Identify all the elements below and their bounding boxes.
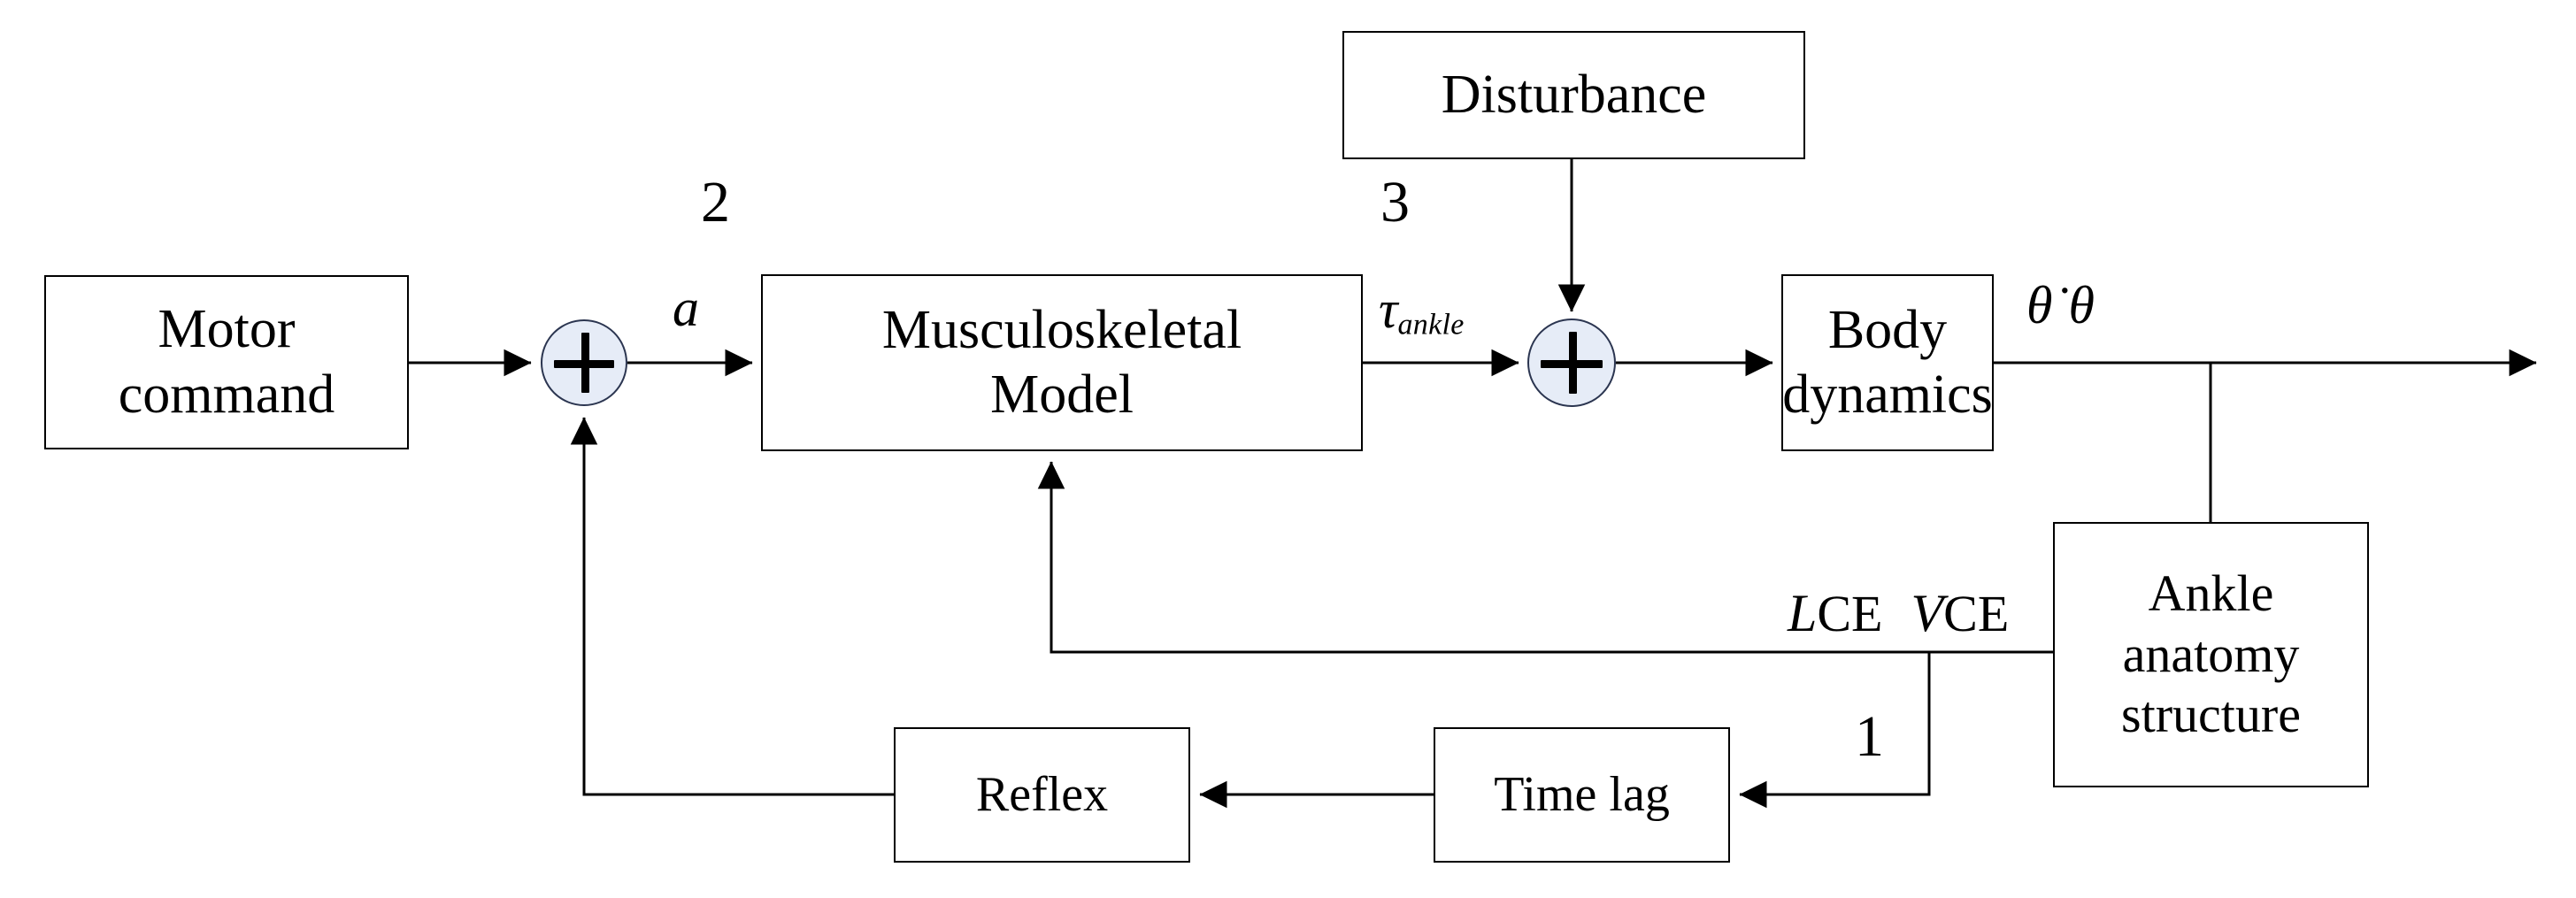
- summing-junction-activation[interactable]: [541, 319, 627, 406]
- block-body-dynamics-label: Body dynamics: [1782, 299, 1993, 425]
- block-musculoskeletal-model[interactable]: Musculoskeletal Model: [761, 274, 1363, 451]
- block-time-lag-label: Time lag: [1494, 767, 1670, 823]
- annotation-loop-number-2: 2: [701, 170, 730, 234]
- block-body-dynamics[interactable]: Body dynamics: [1781, 274, 1994, 451]
- theta-dot-glyph: θ̇: [2026, 276, 2053, 334]
- annotation-loop-number-1: 1: [1855, 704, 1884, 769]
- block-musculoskeletal-model-label: Musculoskeletal Model: [881, 299, 1242, 425]
- block-disturbance[interactable]: Disturbance: [1342, 31, 1805, 159]
- lce-subscript: CE: [1817, 585, 1883, 642]
- lce-glyph: L: [1788, 584, 1818, 642]
- edge-reflex-to-sum: [570, 417, 894, 796]
- theta-glyph: θ: [2068, 276, 2095, 334]
- annotation-ankle-torque-symbol: τankle: [1379, 283, 1465, 340]
- plus-icon-vertical: [581, 333, 590, 393]
- edge-ankle-to-msm: [1037, 461, 2053, 654]
- block-motor-command-label: Motor command: [118, 299, 335, 425]
- tau-glyph: τ: [1379, 280, 1398, 339]
- block-ankle-anatomy-structure[interactable]: Ankle anatomy structure: [2053, 522, 2369, 787]
- block-reflex-label: Reflex: [975, 767, 1109, 823]
- vce-subscript: CE: [1943, 585, 2010, 642]
- block-motor-command[interactable]: Motor command: [44, 275, 409, 449]
- tau-subscript: ankle: [1397, 308, 1465, 342]
- block-disturbance-label: Disturbance: [1441, 64, 1707, 125]
- annotation-loop-number-3: 3: [1380, 170, 1410, 234]
- edge-ankle-to-timelag: [1739, 652, 1931, 809]
- block-reflex[interactable]: Reflex: [894, 727, 1190, 863]
- block-time-lag[interactable]: Time lag: [1434, 727, 1730, 863]
- annotation-activation-symbol: a: [673, 279, 699, 337]
- vce-glyph: V: [1911, 584, 1944, 642]
- annotation-angle-outputs: θ̇ θ: [2026, 276, 2095, 335]
- block-ankle-anatomy-structure-label: Ankle anatomy structure: [2121, 564, 2301, 744]
- summing-junction-torque[interactable]: [1527, 319, 1616, 407]
- plus-icon-vertical: [1569, 332, 1578, 394]
